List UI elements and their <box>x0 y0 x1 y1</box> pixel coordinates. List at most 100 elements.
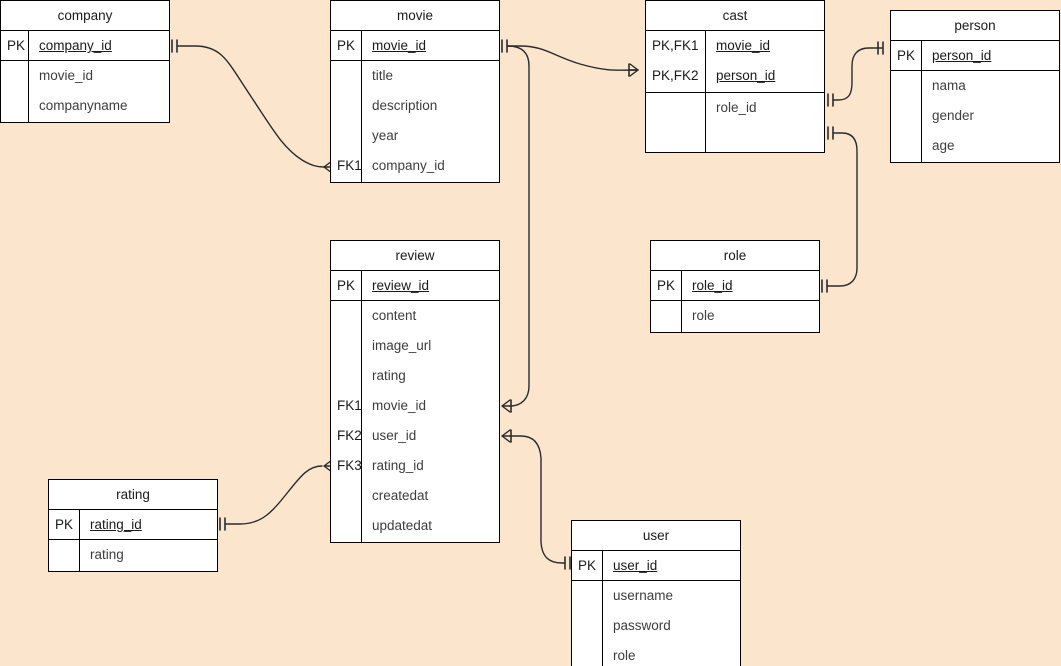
relationship-review-user <box>501 429 571 570</box>
attribute-key: FK2 <box>337 428 361 443</box>
entity-title-person: person <box>891 11 1059 41</box>
attribute-key: PK <box>331 31 362 60</box>
attribute-name: createdat <box>372 488 429 503</box>
attribute-block: rating <box>49 540 217 572</box>
entity-title-movie: movie <box>331 1 499 31</box>
attribute-block-pk: PK,FK1 PK,FK2 movie_id person_id <box>646 31 824 93</box>
attribute-name: rating_id <box>90 517 142 532</box>
entity-title-company: company <box>1 1 169 31</box>
attribute-name: company_id <box>372 158 445 173</box>
attribute-name: updatedat <box>372 518 433 533</box>
attribute-key: FK1 <box>337 398 361 413</box>
entity-title-rating: rating <box>49 480 217 510</box>
attribute-key <box>331 361 361 391</box>
attribute-key <box>1 61 28 91</box>
relationship-cast-role <box>821 126 858 293</box>
attribute-key <box>891 101 921 131</box>
attribute-row-pk: PK company_id <box>1 31 169 61</box>
attribute-key: PK <box>572 551 603 580</box>
crowsfoot-many <box>501 429 512 443</box>
attribute-name: username <box>613 588 674 603</box>
attribute-key: FK1 <box>337 158 361 173</box>
attribute-name: age <box>932 138 955 153</box>
attribute-name: movie_id <box>372 38 427 53</box>
attribute-block: username password role <box>572 581 740 666</box>
attribute-name: movie_id <box>372 398 427 413</box>
entity-role[interactable]: role PK role_id role <box>650 240 820 333</box>
attribute-key <box>331 91 361 121</box>
entity-title-role: role <box>651 241 819 271</box>
attribute-name: rating_id <box>372 458 424 473</box>
attribute-name: rating <box>90 547 124 562</box>
attribute-key <box>572 581 602 611</box>
relationship-movie-review <box>501 45 530 413</box>
attribute-name: image_url <box>372 338 432 353</box>
attribute-block: nama gender age <box>891 71 1059 163</box>
attribute-key: PK,FK2 <box>652 68 699 83</box>
attribute-name: movie_id <box>716 38 771 53</box>
attribute-key <box>331 61 361 91</box>
crowsfoot-many <box>501 399 512 413</box>
attribute-key: PK <box>49 510 80 539</box>
entity-movie[interactable]: movie PK movie_id FK1 title description … <box>330 0 500 183</box>
attribute-block: role <box>651 301 819 333</box>
attribute-name: year <box>372 128 399 143</box>
attribute-block: movie_id companyname <box>1 61 169 123</box>
attribute-name: password <box>613 618 671 633</box>
attribute-key: PK <box>331 271 362 300</box>
attribute-row-pk: PK rating_id <box>49 510 217 540</box>
entity-cast[interactable]: cast PK,FK1 PK,FK2 movie_id person_id ro… <box>645 0 825 153</box>
attribute-name: content <box>372 308 417 323</box>
attribute-key: PK <box>651 271 682 300</box>
attribute-name: rating <box>372 368 406 383</box>
attribute-name: nama <box>932 78 966 93</box>
attribute-key: PK,FK1 <box>652 38 699 53</box>
attribute-row-pk: PK user_id <box>572 551 740 581</box>
entity-review[interactable]: review PK review_id FK1 FK2 FK3 content … <box>330 240 500 543</box>
attribute-name: description <box>372 98 438 113</box>
entity-title-review: review <box>331 241 499 271</box>
attribute-name: person_id <box>932 48 992 63</box>
attribute-key <box>572 611 602 641</box>
attribute-key <box>1 91 28 121</box>
attribute-name: role <box>613 648 636 663</box>
attribute-name: user_id <box>372 428 417 443</box>
attribute-name: review_id <box>372 278 430 293</box>
attribute-key <box>651 301 681 331</box>
attribute-row-pk: PK review_id <box>331 271 499 301</box>
attribute-name: movie_id <box>39 68 94 83</box>
entity-title-user: user <box>572 521 740 551</box>
entity-company[interactable]: company PK company_id movie_id companyna… <box>0 0 170 123</box>
entity-person[interactable]: person PK person_id nama gender age <box>890 10 1060 163</box>
relationship-company-movie <box>171 39 334 174</box>
attribute-row-pk: PK person_id <box>891 41 1059 71</box>
attribute-key <box>891 131 921 161</box>
attribute-key <box>331 121 361 151</box>
attribute-name: role_id <box>692 278 733 293</box>
attribute-block: FK1 FK2 FK3 content image_url rating mov… <box>331 301 499 543</box>
attribute-key <box>646 93 705 123</box>
attribute-key <box>572 641 602 666</box>
attribute-name: company_id <box>39 38 112 53</box>
attribute-row-pk: PK role_id <box>651 271 819 301</box>
attribute-key <box>331 331 361 361</box>
attribute-name: companyname <box>39 98 128 113</box>
attribute-key <box>331 481 361 511</box>
attribute-name: role_id <box>716 100 757 115</box>
attribute-name: title <box>372 68 394 83</box>
attribute-name: role <box>692 308 715 323</box>
attribute-key <box>331 301 361 331</box>
attribute-name: user_id <box>613 558 658 573</box>
crowsfoot-many <box>628 63 639 77</box>
attribute-key: PK <box>1 31 29 60</box>
entity-rating[interactable]: rating PK rating_id rating <box>48 479 218 572</box>
attribute-key <box>49 540 79 570</box>
attribute-name: gender <box>932 108 975 123</box>
entity-user[interactable]: user PK user_id username password role <box>571 520 741 666</box>
attribute-row-pk: PK movie_id <box>331 31 499 61</box>
relationship-rating-review <box>219 459 334 531</box>
attribute-key: PK <box>891 41 922 70</box>
attribute-block: FK1 title description year company_id <box>331 61 499 183</box>
attribute-key <box>891 71 921 101</box>
